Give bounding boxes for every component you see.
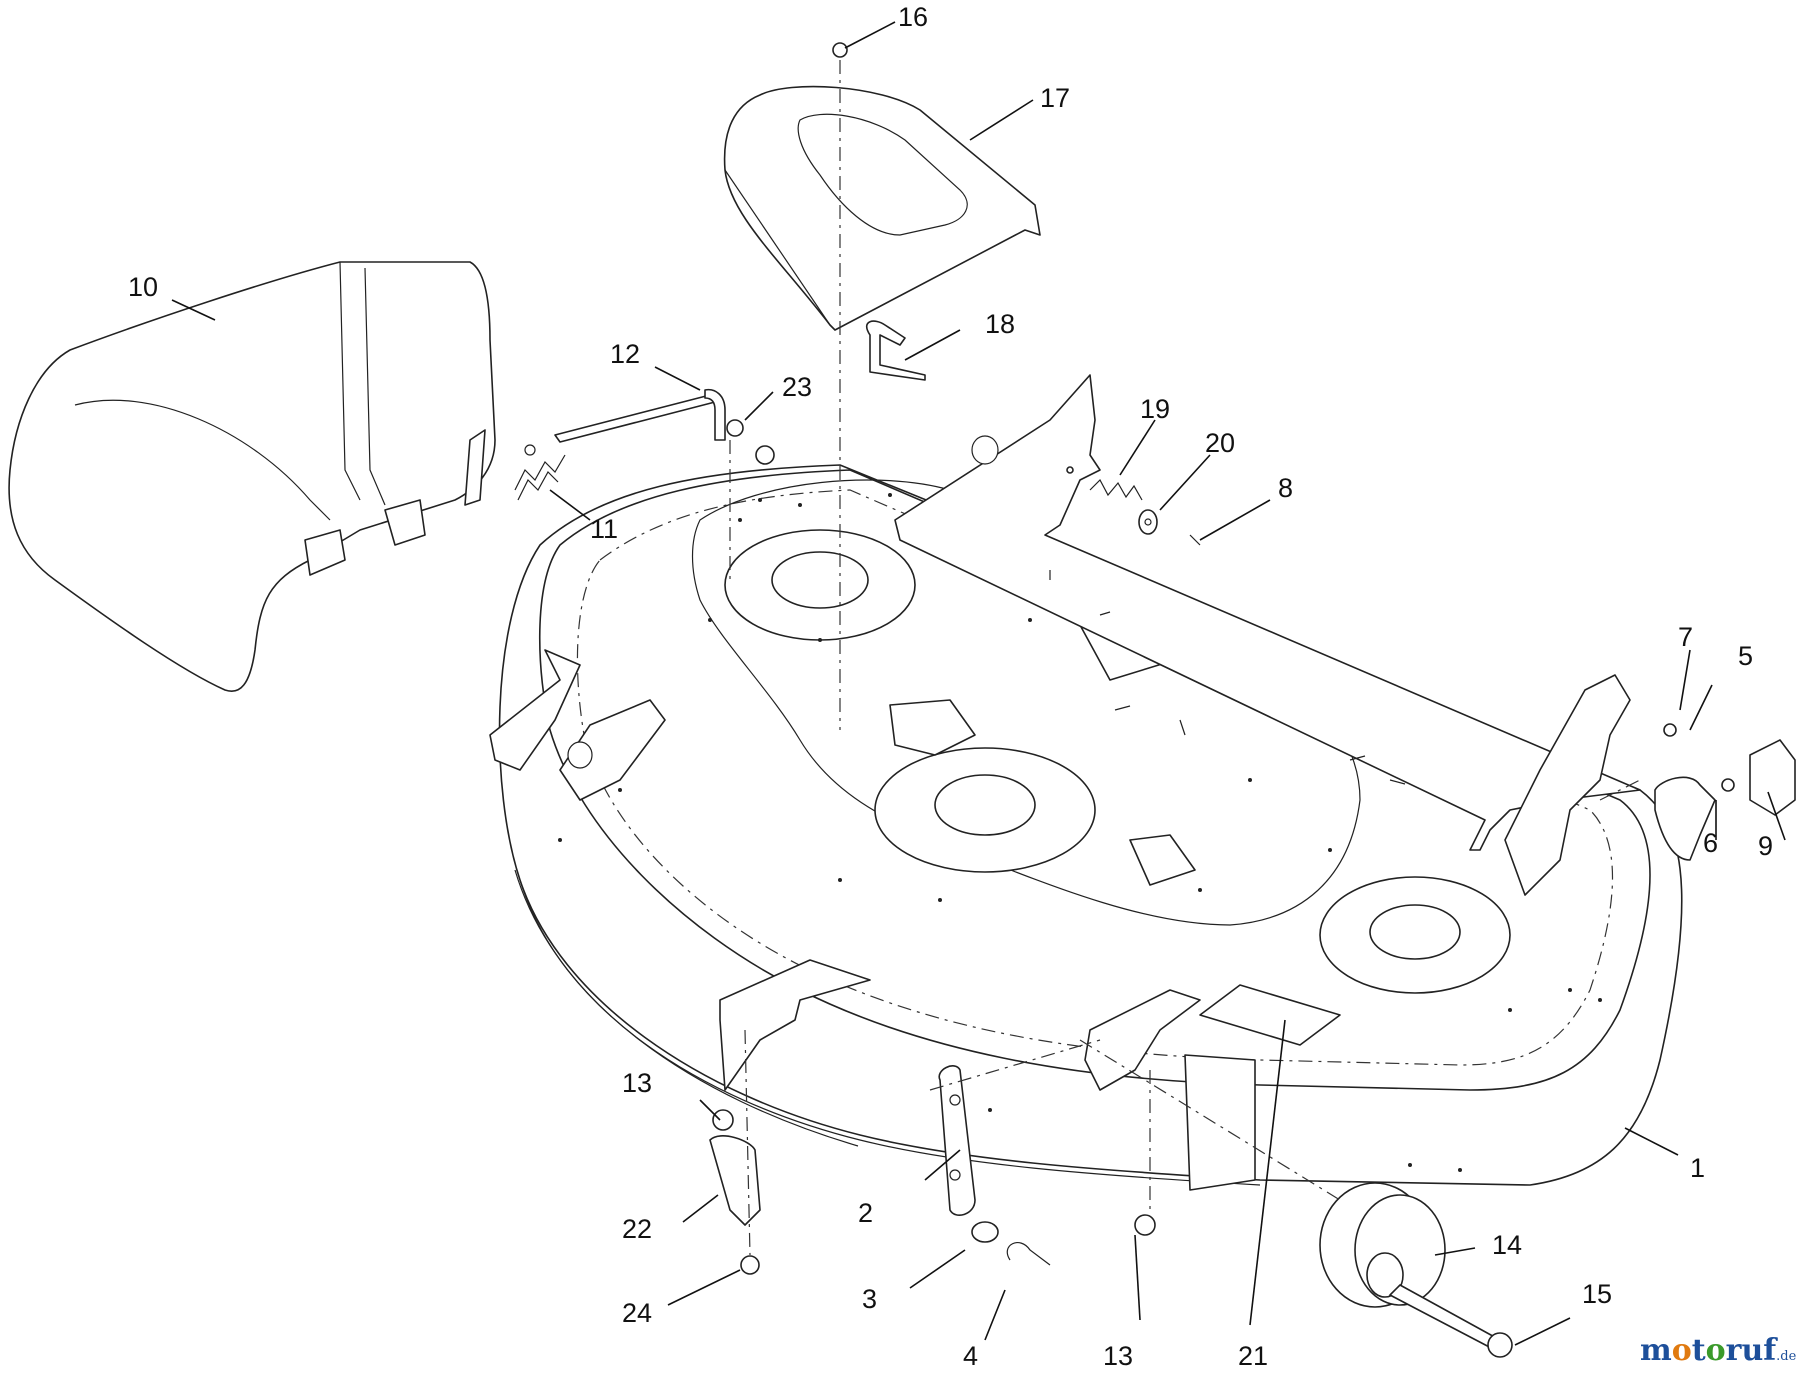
rod-part bbox=[554, 388, 726, 443]
svg-text:motoruf.de: motoruf.de bbox=[1640, 1333, 1797, 1368]
watermark-r: r bbox=[1726, 1333, 1743, 1368]
callout-leaders bbox=[171, 21, 1786, 1346]
callout-2: 2 bbox=[858, 1198, 873, 1228]
callout-22: 22 bbox=[622, 1214, 652, 1244]
belt-cover bbox=[723, 85, 1041, 331]
callout-12: 12 bbox=[610, 339, 640, 369]
callout-21: 21 bbox=[1238, 1341, 1268, 1371]
callout-19: 19 bbox=[1140, 394, 1170, 424]
callout-7: 7 bbox=[1678, 622, 1693, 652]
callout-15: 15 bbox=[1582, 1279, 1612, 1309]
watermark-f: f bbox=[1763, 1333, 1778, 1368]
watermark-m: m bbox=[1640, 1333, 1672, 1368]
callout-labels: 1 2 3 4 5 6 7 8 9 10 11 12 13 13 14 15 1… bbox=[128, 2, 1773, 1371]
callout-11: 11 bbox=[590, 514, 618, 544]
spindle-hardware bbox=[1654, 723, 1796, 861]
callout-23: 23 bbox=[782, 372, 812, 402]
callout-6: 6 bbox=[1703, 828, 1718, 858]
callout-1: 1 bbox=[1690, 1153, 1705, 1183]
watermark-o1: o bbox=[1672, 1333, 1692, 1368]
callout-14: 14 bbox=[1492, 1230, 1522, 1260]
callout-17: 17 bbox=[1040, 83, 1070, 113]
callout-3: 3 bbox=[862, 1284, 877, 1314]
watermark-u: u bbox=[1741, 1333, 1763, 1368]
small-hardware bbox=[1066, 466, 1201, 546]
watermark-t: t bbox=[1692, 1333, 1706, 1368]
mower-deck bbox=[489, 374, 1683, 1191]
callout-13b: 13 bbox=[1103, 1341, 1133, 1371]
watermark-o2: o bbox=[1706, 1333, 1726, 1368]
callout-9: 9 bbox=[1758, 831, 1773, 861]
pin-part bbox=[865, 320, 926, 381]
callout-18: 18 bbox=[985, 309, 1015, 339]
callout-16: 16 bbox=[898, 2, 928, 32]
callout-20: 20 bbox=[1205, 428, 1235, 458]
callout-5: 5 bbox=[1738, 641, 1753, 671]
discharge-chute bbox=[8, 261, 496, 692]
watermark-logo: motoruf.de bbox=[1640, 1333, 1797, 1368]
watermark-suffix: .de bbox=[1776, 1349, 1796, 1364]
gauge-wheel bbox=[1319, 1182, 1513, 1358]
callout-10: 10 bbox=[128, 272, 158, 302]
callout-4: 4 bbox=[963, 1341, 978, 1371]
spring-part bbox=[514, 444, 566, 501]
callout-8: 8 bbox=[1278, 473, 1293, 503]
callout-13a: 13 bbox=[622, 1068, 652, 1098]
callout-24: 24 bbox=[622, 1298, 652, 1328]
